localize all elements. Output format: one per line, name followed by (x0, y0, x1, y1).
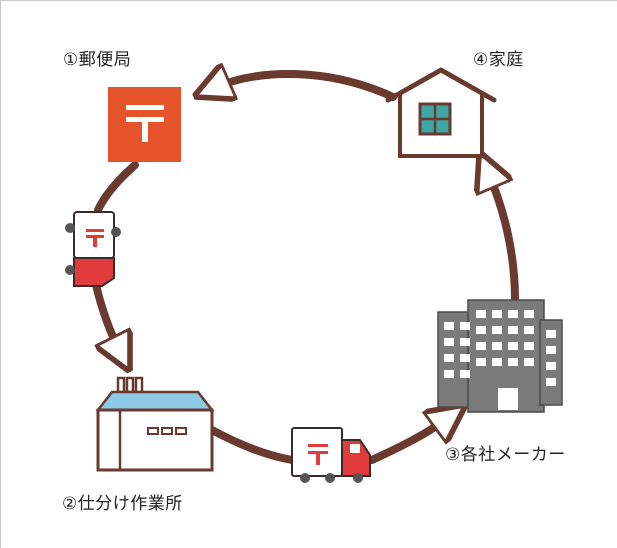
office-building-icon (437, 299, 563, 413)
sorting-center-label: ②仕分け作業所 (62, 494, 183, 514)
arrow-manufacturers-to-home (488, 172, 519, 304)
cycle-arrows (92, 74, 519, 464)
home-label: ④家庭 (473, 50, 524, 70)
arrow-post-office-to-truck (94, 161, 139, 214)
factory-icon (95, 376, 215, 472)
manufacturers-label: ③各社メーカー (445, 445, 566, 465)
house-icon (385, 67, 497, 158)
mail-truck-icon (65, 211, 121, 287)
post-office-label: ①郵便局 (63, 50, 132, 70)
arrow-truck-to-sorting (92, 281, 120, 352)
arrow-home-to-post-office (214, 74, 397, 97)
post-office-icon (108, 87, 181, 162)
arrow-truck-to-manufacturers (368, 418, 448, 464)
arrow-sorting-to-truck (208, 426, 296, 464)
delivery-truck-icon (291, 427, 371, 483)
